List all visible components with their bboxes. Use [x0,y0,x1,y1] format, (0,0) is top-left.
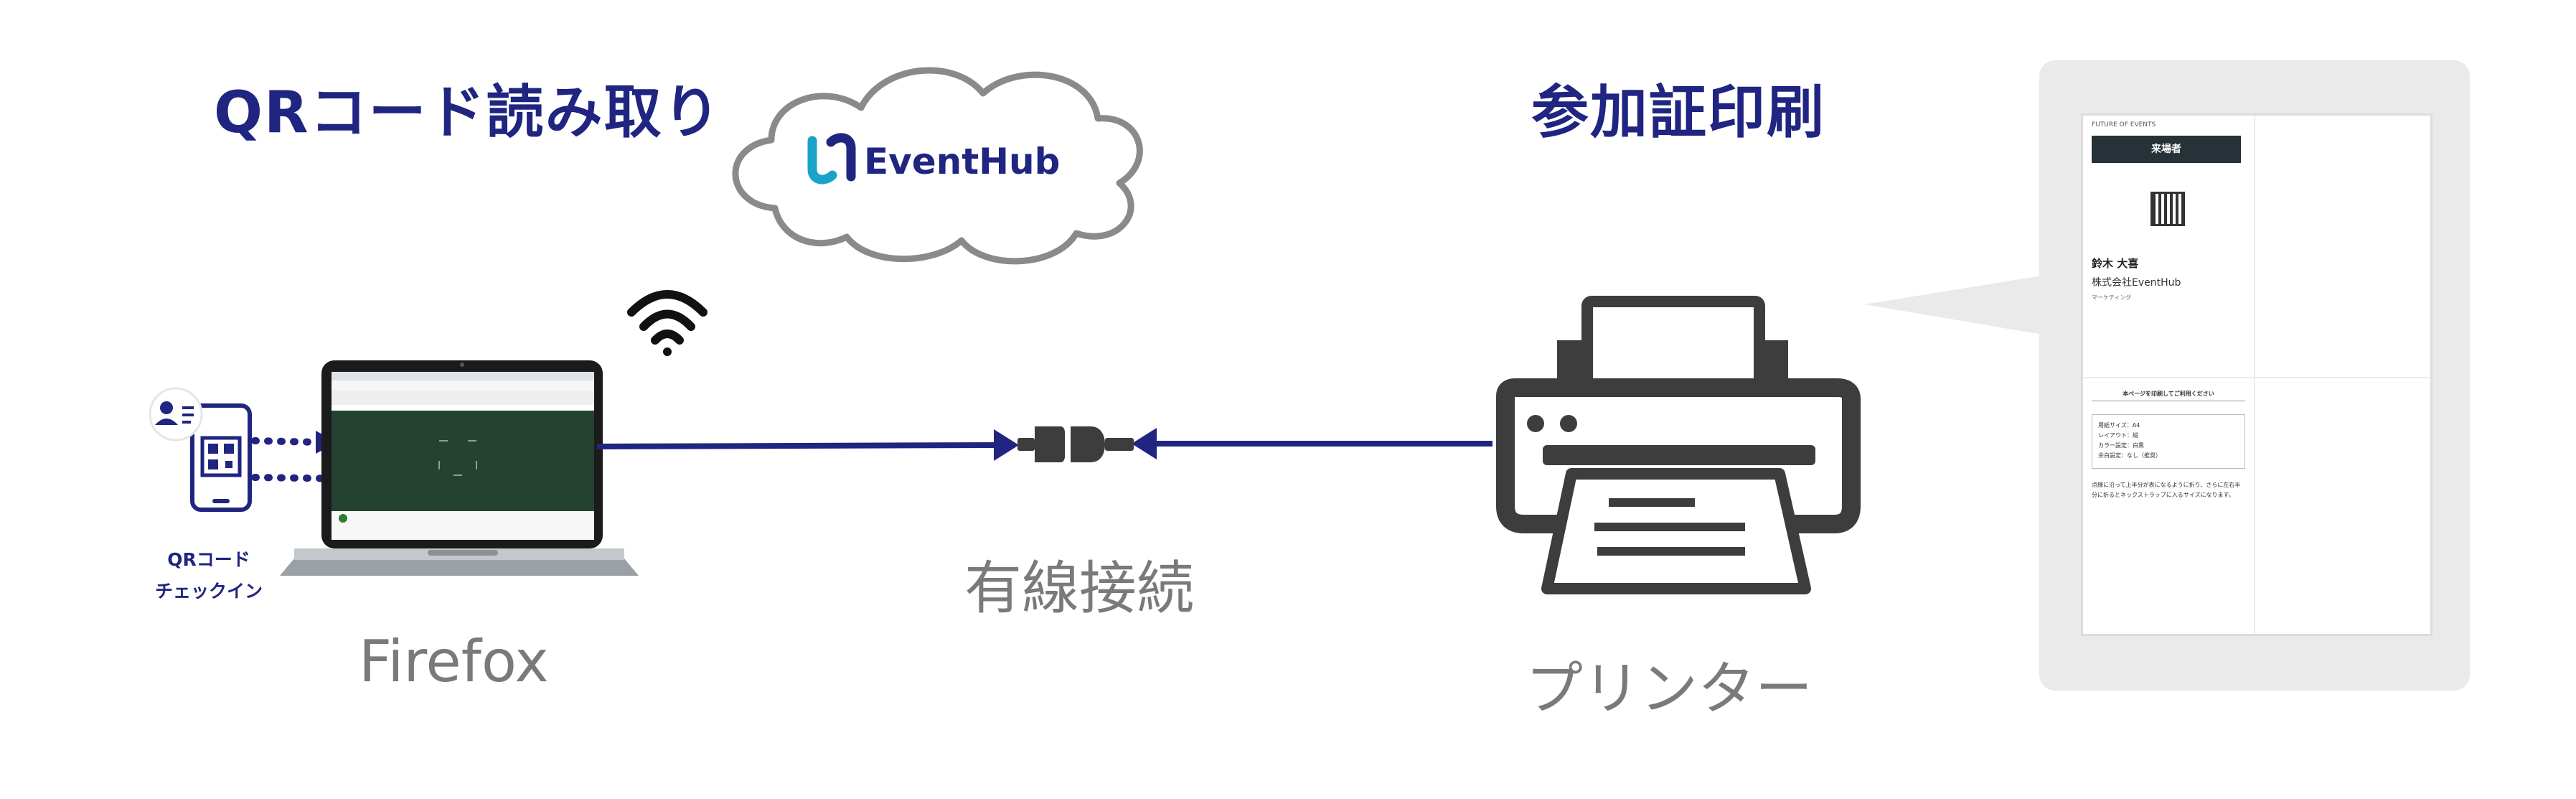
wifi-icon [627,290,708,356]
plug-connector-icon [1017,426,1134,462]
preview-pointer [1864,276,2042,335]
qr-checkin-line1: QRコード [167,549,250,570]
badge-brand-line: FUTURE OF EVENTS [2092,121,2156,129]
cloud-icon [732,67,1143,265]
badge-footer-note: 点線に沿って上半分が表になるように折り、さらに左右半分に折るとネックストラップに… [2092,482,2241,498]
phone-qr-icon [190,403,252,512]
person-card-icon [149,387,203,441]
qr-checkin-label: QRコード チェックイン [141,544,277,607]
qr-checkin-line2: チェックイン [154,581,263,602]
badge-role-banner: 来場者 [2092,136,2241,163]
printer-label: プリンター [1526,655,1813,722]
badge-qr-icon [2150,192,2185,226]
badge-print-settings: 用紙サイズ：A4 レイアウト：縦 カラー設定：白黒 余白設定：なし（推奨） [2092,414,2245,469]
print-setting-margin: 余白設定：なし（推奨） [2098,452,2161,459]
wired-connection-label: 有線接続 [964,555,1194,622]
print-setting-color: カラー設定：白黒 [2098,442,2144,449]
badge-sheet: FUTURE OF EVENTS 来場者 鈴木 大喜 株式会社EventHub … [2081,113,2432,636]
printer-to-connector-cable [1132,428,1493,459]
printer-icon [1496,296,1861,594]
eventhub-logo-icon [807,133,856,184]
badge-instruction-title: 本ページを印刷してご利用ください [2092,390,2245,401]
fold-line-horizontal [2083,377,2430,378]
badge-company: 株式会社EventHub [2092,277,2181,289]
badge-attendee-name: 鈴木 大喜 [2092,257,2139,270]
qr-reading-heading: QRコード読み取り [214,79,722,146]
badge-printing-heading: 参加証印刷 [1531,79,1825,146]
fold-line-vertical [2254,116,2255,634]
laptop-icon [280,360,639,576]
firefox-label: Firefox [359,628,549,695]
badge-department: マーケティング [2092,294,2132,301]
print-setting-paper: 用紙サイズ：A4 [2098,422,2140,429]
print-setting-layout: レイアウト：縦 [2098,432,2138,439]
laptop-to-connector-cable [596,429,1019,461]
eventhub-brand-name: EventHub [864,141,1061,182]
scan-arrows [251,437,405,483]
